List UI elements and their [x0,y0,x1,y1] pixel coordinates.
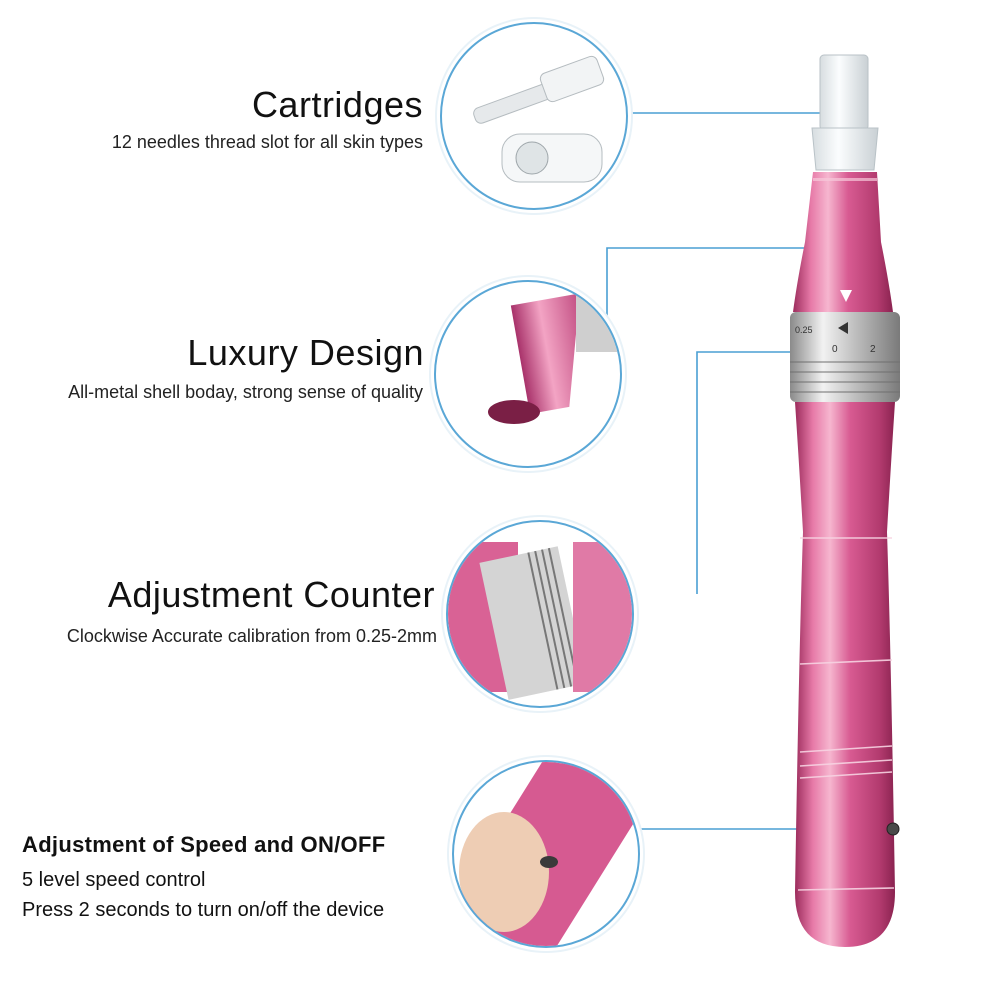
pen-nose [793,172,893,312]
speed-button-closeup [452,760,640,948]
power-button-icon [886,822,900,836]
cartridges-subtitle: 12 needles thread slot for all skin type… [111,132,423,152]
indicator-arrow-icon [840,290,852,302]
leader-line-counter [696,351,800,594]
adjustment-counter-subtitle: Clockwise Accurate calibration from 0.25… [66,626,437,646]
cartridge-closeup [440,22,628,210]
cartridge-top [819,54,869,131]
pen-body [795,402,895,947]
adjustment-counter-title: Adjustment Counter [107,574,435,615]
adjustment-dial [790,312,900,402]
luxury-design-title: Luxury Design [187,332,424,373]
leader-line-luxury [606,247,820,322]
adjustment-counter-closeup [446,520,634,708]
power-toggle-text: Press 2 seconds to turn on/off the devic… [22,899,385,921]
dial-mark-2: 2 [870,344,876,355]
luxury-design-closeup [434,280,622,468]
cartridge-sleeve [811,127,879,171]
cartridges-title: Cartridges [251,84,423,125]
dial-mark-025: 0.25 [795,325,813,335]
luxury-design-subtitle: All-metal shell boday, strong sense of q… [68,382,423,402]
speed-control-text: 5 level speed control [22,869,206,891]
dial-mark-0: 0 [832,344,838,355]
speed-onoff-title: Adjustment of Speed and ON/OFF [22,832,386,857]
dial-arrow-icon [838,322,848,334]
